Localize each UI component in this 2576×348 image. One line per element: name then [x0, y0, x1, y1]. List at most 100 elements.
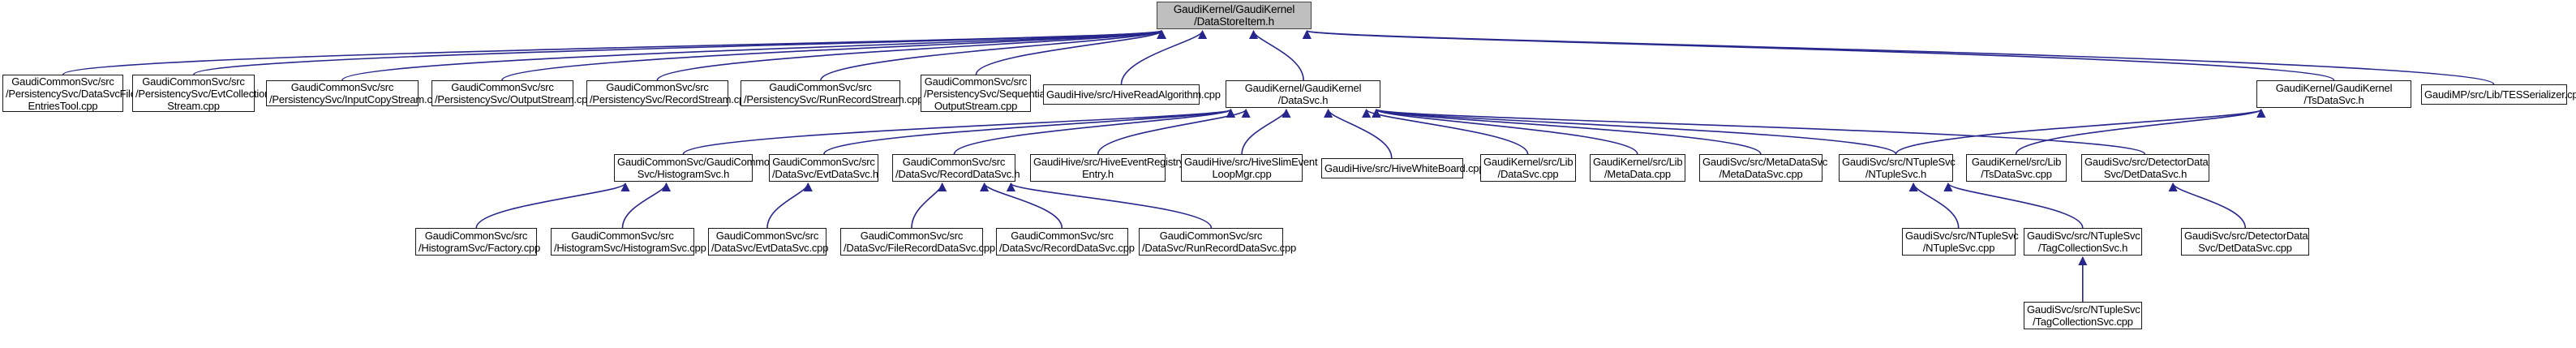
graph-edge	[975, 29, 1166, 75]
graph-node[interactable]: GaudiKernel/src/Lib /TsDataSvc.cpp	[1966, 154, 2067, 182]
graph-node[interactable]: GaudiCommonSvc/src /DataSvc/EvtDataSvc.h	[769, 154, 878, 182]
graph-node-label: GaudiCommonSvc/src /PersistencySvc/Outpu…	[435, 81, 594, 105]
graph-node[interactable]: GaudiCommonSvc/src /DataSvc/RecordDataSv…	[996, 228, 1135, 256]
graph-node-label: GaudiKernel/GaudiKernel /TsDataSvc.h	[2275, 82, 2393, 106]
graph-edge	[1895, 108, 2266, 155]
graph-node[interactable]: GaudiKernel/GaudiKernel /TsDataSvc.h	[2256, 80, 2411, 108]
graph-node-label: GaudiSvc/src/NTupleSvc /TagCollectionSvc…	[2027, 303, 2140, 328]
graph-node-label: GaudiKernel/GaudiKernel /DataStoreItem.h	[1173, 3, 1295, 28]
graph-node[interactable]: GaudiCommonSvc/src /DataSvc/RunRecordDat…	[1139, 228, 1297, 256]
graph-node[interactable]: GaudiKernel/src/Lib /DataSvc.cpp	[1480, 154, 1576, 182]
graph-node[interactable]: GaudiHive/src/HiveEventRegistry Entry.h	[1030, 154, 1184, 182]
graph-edge	[953, 108, 1235, 155]
graph-node-label: GaudiCommonSvc/src /DataSvc/RecordDataSv…	[999, 230, 1135, 254]
graph-edge	[2015, 108, 2266, 155]
graph-node-label: GaudiSvc/src/NTupleSvc /NTupleSvc.h	[1842, 156, 1956, 180]
graph-node-label: GaudiKernel/src/Lib /MetaData.cpp	[1593, 156, 1683, 180]
graph-node-label: GaudiHive/src/HiveWhiteBoard.cpp	[1324, 162, 1485, 174]
graph-edge	[1241, 108, 1291, 155]
graph-node-label: GaudiCommonSvc/src /PersistencySvc/RunRe…	[744, 81, 924, 105]
graph-node-label: GaudiSvc/src/DetectorData Svc/DetDataSvc…	[2184, 230, 2308, 254]
graph-edge	[1303, 29, 2495, 85]
graph-edge	[823, 108, 1235, 155]
graph-edge	[682, 108, 1235, 155]
graph-node[interactable]: GaudiCommonSvc/src /DataSvc/RecordDataSv…	[892, 154, 1020, 182]
graph-edge	[1943, 182, 2084, 229]
graph-edge	[766, 182, 813, 229]
graph-node[interactable]: GaudiCommonSvc/src /PersistencySvc/Input…	[266, 80, 444, 106]
graph-edge	[1372, 108, 1638, 155]
graph-edge	[1372, 108, 2146, 155]
graph-node[interactable]: GaudiHive/src/HiveSlimEvent LoopMgr.cpp	[1181, 154, 1318, 182]
graph-node-label: GaudiCommonSvc/src /DataSvc/EvtDataSvc.c…	[711, 230, 829, 254]
graph-node-label: GaudiCommonSvc/src /DataSvc/EvtDataSvc.h	[772, 156, 878, 180]
graph-node[interactable]: GaudiSvc/src/NTupleSvc /NTupleSvc.cpp	[1902, 228, 2019, 256]
graph-node[interactable]: GaudiHive/src/HiveReadAlgorithm.cpp	[1043, 84, 1221, 105]
graph-node[interactable]: GaudiSvc/src/DetectorData Svc/DetDataSvc…	[2181, 228, 2309, 256]
graph-node-label: GaudiMP/src/Lib/TESSerializer.cpp	[2424, 88, 2576, 101]
graph-node[interactable]: GaudiCommonSvc/src /PersistencySvc/RunRe…	[741, 80, 924, 106]
graph-node-label: GaudiHive/src/HiveEventRegistry Entry.h	[1033, 156, 1184, 180]
graph-node-label: GaudiKernel/src/Lib /TsDataSvc.cpp	[1971, 156, 2062, 180]
graph-node-label: GaudiCommonSvc/src /DataSvc/FileRecordDa…	[844, 230, 995, 254]
graph-node[interactable]: GaudiCommonSvc/src /HistogramSvc/Factory…	[415, 228, 541, 256]
graph-edge	[1303, 29, 2335, 81]
graph-node-label: GaudiCommonSvc/src /DataSvc/RecordDataSv…	[895, 156, 1020, 180]
graph-node[interactable]: GaudiCommonSvc/src /PersistencySvc/Outpu…	[431, 80, 594, 106]
graph-node-label: GaudiCommonSvc/src /HistogramSvc/Factory…	[419, 230, 541, 254]
graph-edge	[820, 29, 1166, 81]
graph-node[interactable]: GaudiCommonSvc/src /PersistencySvc/Seque…	[921, 75, 1048, 112]
graph-edge	[475, 182, 630, 229]
graph-node[interactable]: GaudiCommonSvc/src /DataSvc/EvtDataSvc.c…	[708, 228, 829, 256]
graph-node-label: GaudiCommonSvc/src /PersistencySvc/Input…	[269, 81, 444, 105]
graph-node-label: GaudiCommonSvc/src /HistogramSvc/Histogr…	[554, 230, 706, 254]
graph-edge	[341, 29, 1166, 81]
graph-node-label: GaudiSvc/src/NTupleSvc /NTupleSvc.cpp	[1905, 230, 2019, 254]
graph-node[interactable]: GaudiSvc/src/NTupleSvc /TagCollectionSvc…	[2024, 302, 2142, 329]
graph-node-label: GaudiCommonSvc/GaudiCommon Svc/Histogram…	[617, 156, 775, 180]
graph-edge	[1908, 182, 1960, 229]
graph-node[interactable]: GaudiCommonSvc/GaudiCommon Svc/Histogram…	[614, 154, 775, 182]
graph-node-label: GaudiSvc/src/MetaDataSvc /MetaDataSvc.cp…	[1702, 156, 1828, 180]
graph-node[interactable]: GaudiKernel/GaudiKernel /DataSvc.h	[1226, 80, 1380, 108]
graph-edge	[621, 182, 672, 229]
graph-node[interactable]: GaudiSvc/src/NTupleSvc /NTupleSvc.h	[1839, 154, 1956, 182]
graph-node[interactable]: GaudiMP/src/Lib/TESSerializer.cpp	[2421, 84, 2576, 105]
graph-node[interactable]: GaudiCommonSvc/src /HistogramSvc/Histogr…	[551, 228, 706, 256]
graph-node[interactable]: GaudiHive/src/HiveWhiteBoard.cpp	[1321, 158, 1485, 178]
graph-edge	[62, 29, 1166, 75]
graph-node[interactable]: GaudiKernel/GaudiKernel /DataStoreItem.h	[1157, 2, 1312, 29]
graph-node[interactable]: GaudiSvc/src/MetaDataSvc /MetaDataSvc.cp…	[1699, 154, 1828, 182]
graph-edge	[193, 29, 1166, 75]
graph-node-label: GaudiKernel/src/Lib /DataSvc.cpp	[1483, 156, 1574, 180]
graph-node[interactable]: GaudiKernel/src/Lib /MetaData.cpp	[1590, 154, 1685, 182]
graph-edge	[1324, 108, 1393, 159]
graph-node[interactable]: GaudiSvc/src/NTupleSvc /TagCollectionSvc…	[2024, 228, 2142, 256]
graph-node[interactable]: GaudiCommonSvc/src /PersistencySvc/EvtCo…	[132, 75, 270, 112]
graph-node[interactable]: GaudiCommonSvc/src /DataSvc/FileRecordDa…	[840, 228, 995, 256]
graph-node-label: GaudiHive/src/HiveReadAlgorithm.cpp	[1046, 88, 1221, 101]
graph-edge	[1120, 29, 1208, 85]
graph-edge	[911, 182, 947, 229]
graph-node-label: GaudiCommonSvc/src /PersistencySvc/DataS…	[6, 75, 136, 112]
graph-edge	[980, 182, 1063, 229]
graph-node[interactable]: GaudiSvc/src/DetectorData Svc/DetDataSvc…	[2081, 154, 2209, 182]
graph-node-label: GaudiCommonSvc/src /DataSvc/RunRecordDat…	[1142, 230, 1297, 254]
graph-edge	[1007, 182, 1213, 229]
graph-edge	[1362, 108, 1529, 155]
graph-node[interactable]: GaudiCommonSvc/src /PersistencySvc/DataS…	[2, 75, 136, 112]
graph-edge	[1372, 108, 1762, 155]
graph-node-label: GaudiCommonSvc/src /PersistencySvc/Seque…	[924, 75, 1048, 112]
graph-node-label: GaudiHive/src/HiveSlimEvent LoopMgr.cpp	[1184, 156, 1318, 180]
graph-node-label: GaudiSvc/src/DetectorData Svc/DetDataSvc…	[2084, 156, 2209, 180]
graph-edge	[501, 29, 1166, 81]
graph-node-label: GaudiCommonSvc/src /PersistencySvc/Recor…	[590, 81, 751, 105]
graph-edge	[2168, 182, 2247, 229]
graph-edge	[1248, 29, 1304, 81]
graph-node[interactable]: GaudiCommonSvc/src /PersistencySvc/Recor…	[586, 80, 751, 106]
graph-node-label: GaudiSvc/src/NTupleSvc /TagCollectionSvc…	[2027, 230, 2140, 254]
graph-edge	[656, 29, 1166, 81]
graph-node-label: GaudiKernel/GaudiKernel /DataSvc.h	[1244, 82, 1362, 106]
graph-edge	[1372, 108, 1897, 155]
